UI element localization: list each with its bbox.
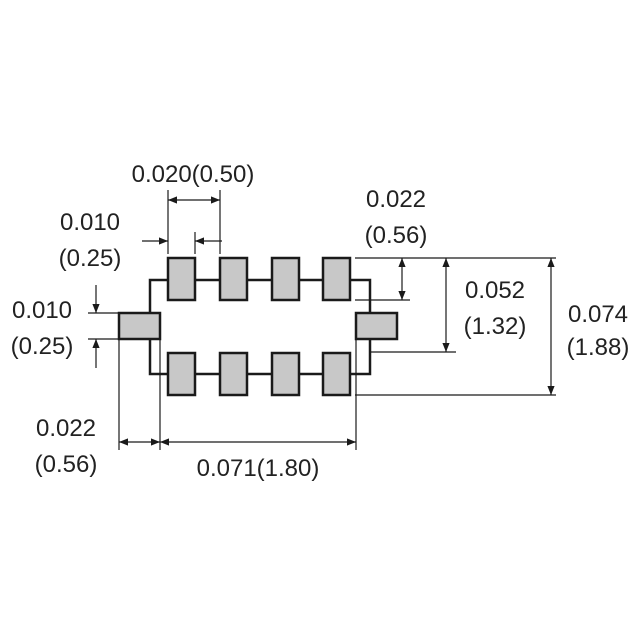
top-pad-4 (321, 256, 352, 302)
bottom-pad-1 (166, 351, 197, 397)
padwidth-label-mm: (0.56) (365, 222, 428, 249)
right-side-pad (354, 311, 399, 341)
sidewidth-label-inch: 0.022 (36, 415, 96, 442)
total-height-label-inch: 0.074 (568, 301, 628, 328)
sidepad-label-mm: (0.25) (11, 333, 74, 360)
totalwidth-label: 0.071(1.80) (197, 455, 320, 482)
gap-label-mm: (0.25) (59, 245, 122, 272)
padwidth-label-inch: 0.022 (366, 186, 426, 213)
pitch-label: 0.020(0.50) (132, 161, 255, 188)
bottom-pad-2 (218, 351, 249, 397)
sidepad-label-inch: 0.010 (12, 297, 72, 324)
total-height-label-mm: (1.88) (567, 334, 630, 361)
left-side-pad (117, 311, 162, 341)
sidewidth-label-mm: (0.56) (35, 451, 98, 478)
top-pad-1 (166, 256, 197, 302)
bottom-pad-3 (270, 351, 301, 397)
inner-height-label-mm: (1.32) (464, 313, 527, 340)
top-pad-2 (218, 256, 249, 302)
bottom-pad-4 (321, 351, 352, 397)
top-pad-3 (270, 256, 301, 302)
gap-label-inch: 0.010 (60, 209, 120, 236)
inner-height-label-inch: 0.052 (465, 277, 525, 304)
